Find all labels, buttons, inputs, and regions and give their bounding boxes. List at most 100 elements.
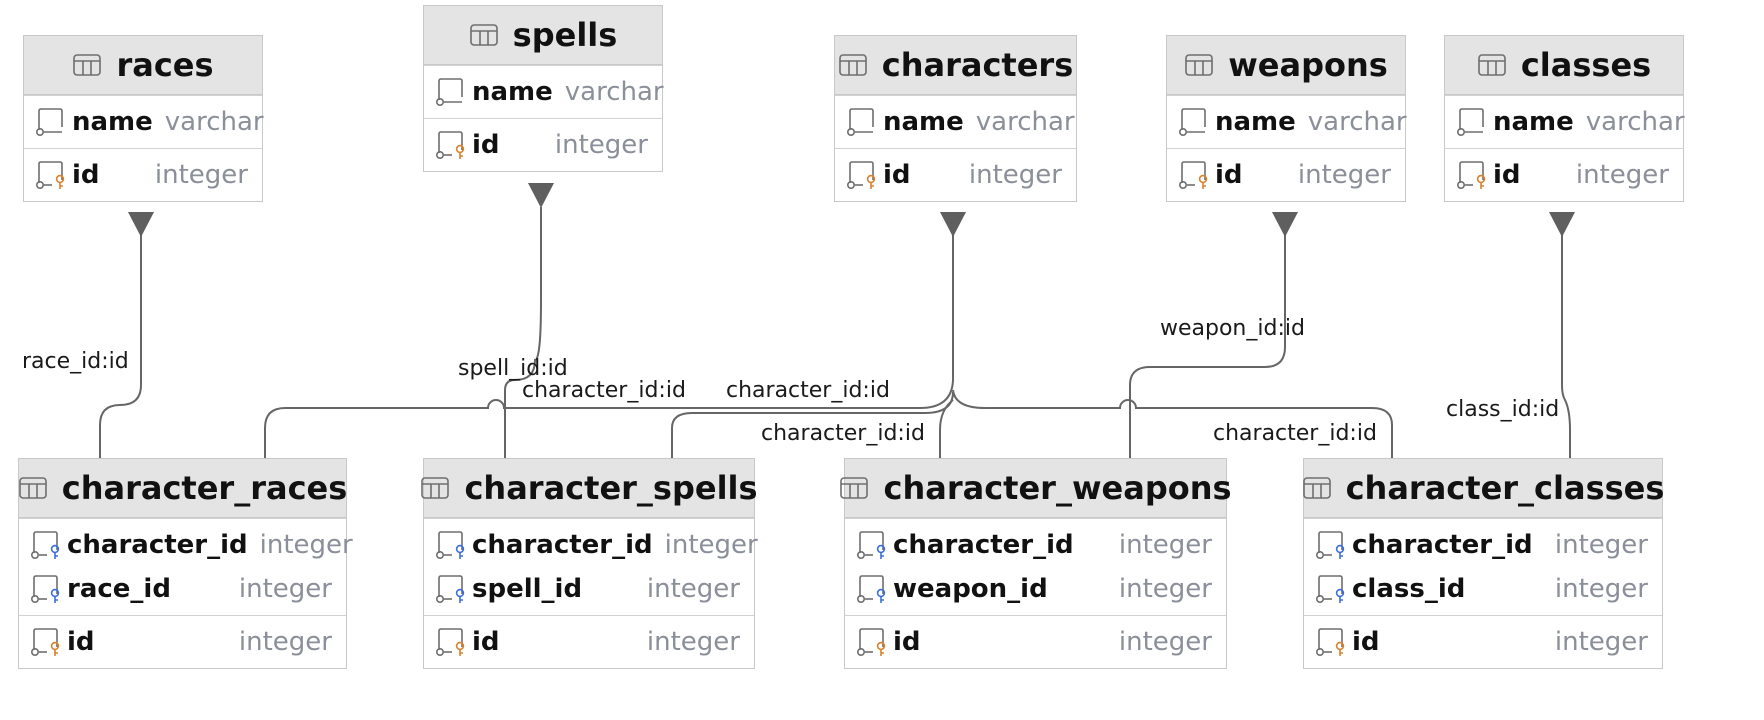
field-name: id (1215, 160, 1243, 190)
primary-key-icon (434, 130, 470, 160)
field-type: varchar (564, 77, 664, 107)
table-title: character_spells (464, 469, 758, 507)
field-name: character_id (893, 530, 1074, 560)
field-type: integer (968, 160, 1062, 190)
field-type: integer (664, 530, 758, 560)
field-row[interactable]: id integer (1167, 153, 1405, 197)
table-header[interactable]: spells (424, 6, 662, 65)
table-title: character_classes (1345, 469, 1665, 507)
arrowhead-races (128, 212, 154, 237)
table-header[interactable]: weapons (1167, 36, 1405, 95)
table-header[interactable]: character_spells (421, 459, 758, 518)
table-icon (838, 53, 868, 77)
table-header[interactable]: races (24, 36, 262, 95)
edge-label-spell-id: spell_id:id (458, 356, 568, 381)
primary-key-icon (855, 627, 891, 657)
field-row[interactable]: id integer (835, 153, 1076, 197)
table-header[interactable]: character_classes (1302, 459, 1665, 518)
edge-race-id[interactable] (99, 235, 142, 458)
arrowhead-weapons (1272, 212, 1298, 237)
column-icon (434, 77, 470, 107)
foreign-key-icon (1314, 530, 1350, 560)
table-icon (1302, 476, 1332, 500)
field-name: id (72, 160, 100, 190)
foreign-key-icon (29, 530, 65, 560)
field-name: id (883, 160, 911, 190)
field-name: character_id (472, 530, 653, 560)
primary-key-icon (434, 627, 470, 657)
edge-character-races-character-id[interactable] (264, 235, 954, 458)
field-row[interactable]: id integer (24, 153, 262, 197)
table-title: races (116, 46, 214, 84)
table-icon (420, 476, 450, 500)
table-header[interactable]: character_races (18, 459, 347, 518)
edge-character-weapons-character-id[interactable] (939, 399, 954, 458)
edge-class-id[interactable] (1561, 235, 1571, 458)
field-type: integer (646, 574, 740, 604)
table-title: character_weapons (883, 469, 1232, 507)
table-character-weapons[interactable]: character_weapons character_id integer weap… (840, 458, 1232, 669)
table-icon (1477, 53, 1507, 77)
field-type: integer (1297, 160, 1391, 190)
arrowhead-classes (1549, 212, 1575, 237)
edge-label-race-id: race_id:id (22, 349, 129, 374)
field-type: integer (154, 160, 248, 190)
field-type: integer (554, 130, 648, 160)
primary-key-icon (29, 627, 65, 657)
edge-weapon-id[interactable] (1129, 235, 1286, 458)
table-header[interactable]: classes (1445, 36, 1683, 95)
field-row[interactable]: character_id integer (845, 523, 1226, 567)
column-icon (1455, 107, 1491, 137)
field-name: id (1493, 160, 1521, 190)
field-group: id integer (1167, 148, 1405, 201)
edge-label-character-spells-character-id: character_id:id (726, 378, 890, 403)
field-type: varchar (975, 107, 1075, 137)
field-row[interactable]: character_id integer (424, 523, 758, 567)
field-name: id (472, 627, 500, 657)
field-type: integer (1118, 530, 1212, 560)
field-name: character_id (67, 530, 248, 560)
table-header[interactable]: character_weapons (840, 459, 1232, 518)
field-type: integer (1554, 627, 1648, 657)
edge-spell-id[interactable] (504, 207, 542, 458)
field-group: id integer (24, 148, 262, 201)
table-header[interactable]: characters (835, 36, 1076, 95)
field-type: varchar (164, 107, 264, 137)
table-title: classes (1520, 46, 1652, 84)
